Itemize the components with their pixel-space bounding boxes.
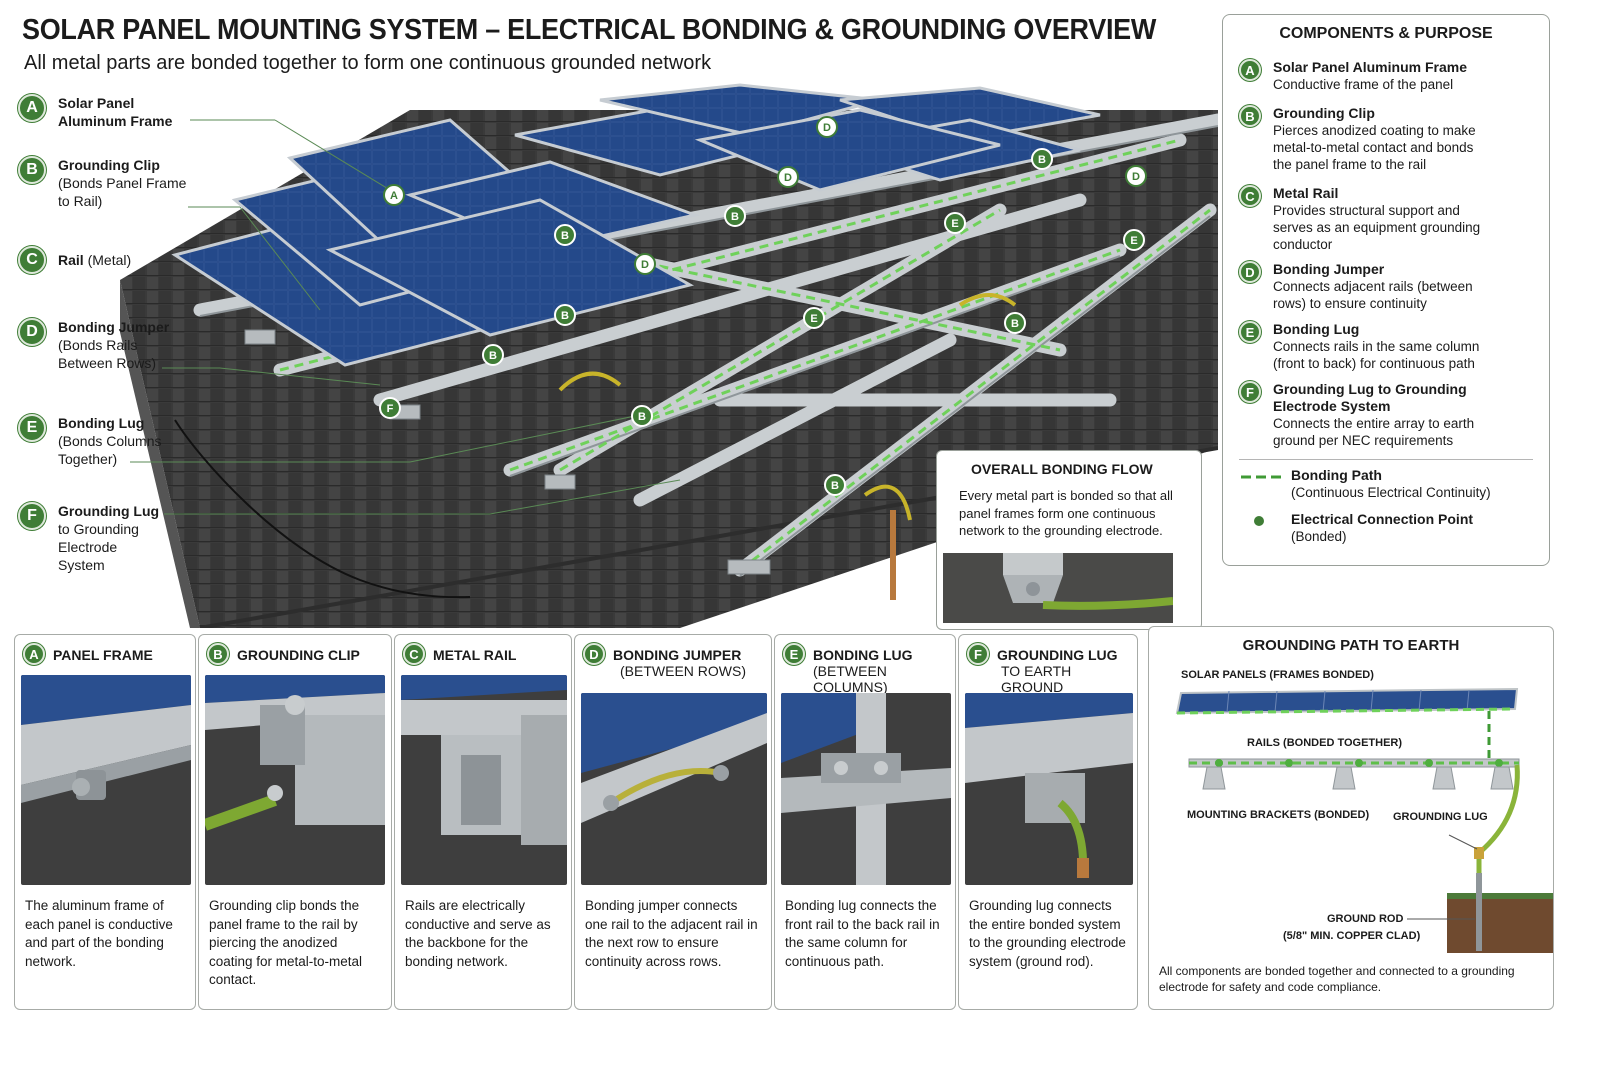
rod-sublabel: (5/8" MIN. COPPER CLAD) <box>1283 930 1421 942</box>
bonding-jumper-photo <box>581 693 767 885</box>
card-e-subtitle: (BETWEEN COLUMNS) <box>813 663 888 695</box>
brackets-label: MOUNTING BRACKETS (BONDED) <box>1187 809 1370 821</box>
grounding-path-panel: GROUNDING PATH TO EARTH SOLAR PANELS (FR… <box>1148 626 1554 1010</box>
badge-a: A <box>18 94 46 122</box>
legend-key-bonding-path: Bonding Path(Continuous Electrical Conti… <box>1241 467 1491 501</box>
grounding-clip-photo <box>205 675 385 885</box>
dot-icon <box>1254 516 1264 526</box>
grounding-lug-photo <box>965 693 1133 885</box>
rails-label: RAILS (BONDED TOGETHER) <box>1247 737 1403 749</box>
bonding-lug-photo <box>781 693 951 885</box>
marker-b5: B <box>831 480 839 492</box>
marker-a: A <box>390 190 398 202</box>
marker-e3: E <box>1130 235 1137 247</box>
marker-f: F <box>387 403 394 415</box>
hand-drawn-stroke <box>174 419 471 599</box>
badge-d: D <box>18 318 46 346</box>
rod-label: GROUND ROD <box>1327 913 1404 925</box>
marker-e2: E <box>810 313 817 325</box>
marker-b3: B <box>489 350 497 362</box>
marker-b4: B <box>638 411 646 423</box>
metal-rail-photo <box>401 675 567 885</box>
marker-b6: B <box>1011 318 1019 330</box>
lug-label: GROUNDING LUG <box>1393 811 1488 823</box>
earth-diagram <box>1175 687 1553 953</box>
card-f-subtitle: TO EARTH GROUND <box>1001 663 1072 695</box>
page-subtitle: All metal parts are bonded together to f… <box>24 52 712 74</box>
badge-b: B <box>18 156 46 184</box>
callout-c: C Rail (Metal) <box>18 246 131 274</box>
panels-label: SOLAR PANELS (FRAMES BONDED) <box>1181 669 1374 681</box>
legend-key-connection-point: Electrical Connection Point(Bonded) <box>1241 511 1473 545</box>
array-illustration: A B B B B B B B B D D D D E E E F <box>120 83 1218 628</box>
flow-text: Every metal part is bonded so that all p… <box>959 488 1173 538</box>
marker-b7: B <box>1038 154 1046 166</box>
marker-b1: B <box>731 211 739 223</box>
flow-title: OVERALL BONDING FLOW <box>971 461 1153 477</box>
marker-d4: D <box>1132 171 1140 183</box>
badge-f: F <box>18 502 46 530</box>
marker-e1: E <box>951 218 958 230</box>
marker-d2: D <box>784 172 792 184</box>
marker-d3: D <box>641 259 649 271</box>
panel-frame-photo <box>21 675 191 885</box>
marker-d1: D <box>823 122 831 134</box>
badge-e: E <box>18 414 46 442</box>
badge-c: C <box>18 246 46 274</box>
earth-footer: All components are bonded together and c… <box>1159 964 1515 994</box>
flow-photo <box>943 553 1173 623</box>
marker-b2: B <box>561 310 569 322</box>
bonding-flow-box: OVERALL BONDING FLOW Every metal part is… <box>936 450 1202 630</box>
earth-title: GROUNDING PATH TO EARTH <box>1242 637 1460 654</box>
scene-markers: A B B B B B B B B D D D D E E E F <box>379 116 1147 496</box>
dashed-line-icon <box>1241 475 1281 479</box>
components-legend: COMPONENTS & PURPOSE A Solar Panel Alumi… <box>1222 14 1550 566</box>
solar-panels <box>171 83 1101 367</box>
legend-title: COMPONENTS & PURPOSE <box>1279 25 1493 42</box>
marker-b8: B <box>561 230 569 242</box>
page-title: SOLAR PANEL MOUNTING SYSTEM – ELECTRICAL… <box>22 14 1157 46</box>
card-d-subtitle: (BETWEEN ROWS) <box>620 663 746 679</box>
